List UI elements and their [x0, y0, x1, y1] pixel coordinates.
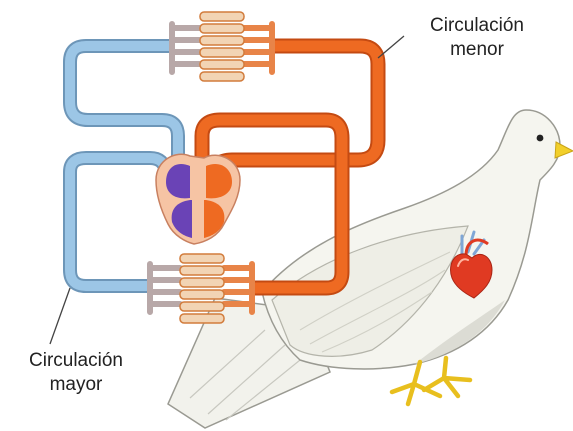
pulmonary-artery [70, 46, 178, 166]
pulmonary-circulation-label-line2: menor [402, 38, 552, 62]
capillary-tube [200, 48, 244, 57]
capillary-manifold-left [150, 264, 180, 312]
pulmonary-capillary-bed [172, 12, 272, 81]
capillary-manifold-right [224, 264, 252, 312]
capillary-tube [200, 12, 244, 21]
capillary-tube [180, 266, 224, 275]
capillary-tube [200, 24, 244, 33]
capillary-manifold-left [172, 24, 200, 72]
leader-line-mayor [50, 288, 70, 344]
capillary-tube [180, 278, 224, 287]
capillary-manifold-right [244, 24, 272, 72]
capillary-tube [180, 254, 224, 263]
capillary-tube [200, 60, 244, 69]
heart-diagram [156, 154, 240, 244]
dove-beak [555, 142, 573, 158]
capillary-tube [200, 72, 244, 81]
capillary-tube [180, 290, 224, 299]
pulmonary-circulation-label: Circulación menor [402, 14, 552, 62]
capillary-tube [180, 302, 224, 311]
leader-line-menor [378, 36, 404, 58]
systemic-circulation-label: Circulación mayor [6, 349, 146, 397]
dove-eye [537, 135, 544, 142]
pulmonary-circulation-label-line1: Circulación [402, 14, 552, 38]
systemic-circulation-label-line1: Circulación [6, 349, 146, 373]
systemic-circulation-label-line2: mayor [6, 373, 146, 397]
capillary-tube [180, 314, 224, 323]
pulmonary-artery-outline [70, 46, 178, 166]
capillary-tube [200, 36, 244, 45]
